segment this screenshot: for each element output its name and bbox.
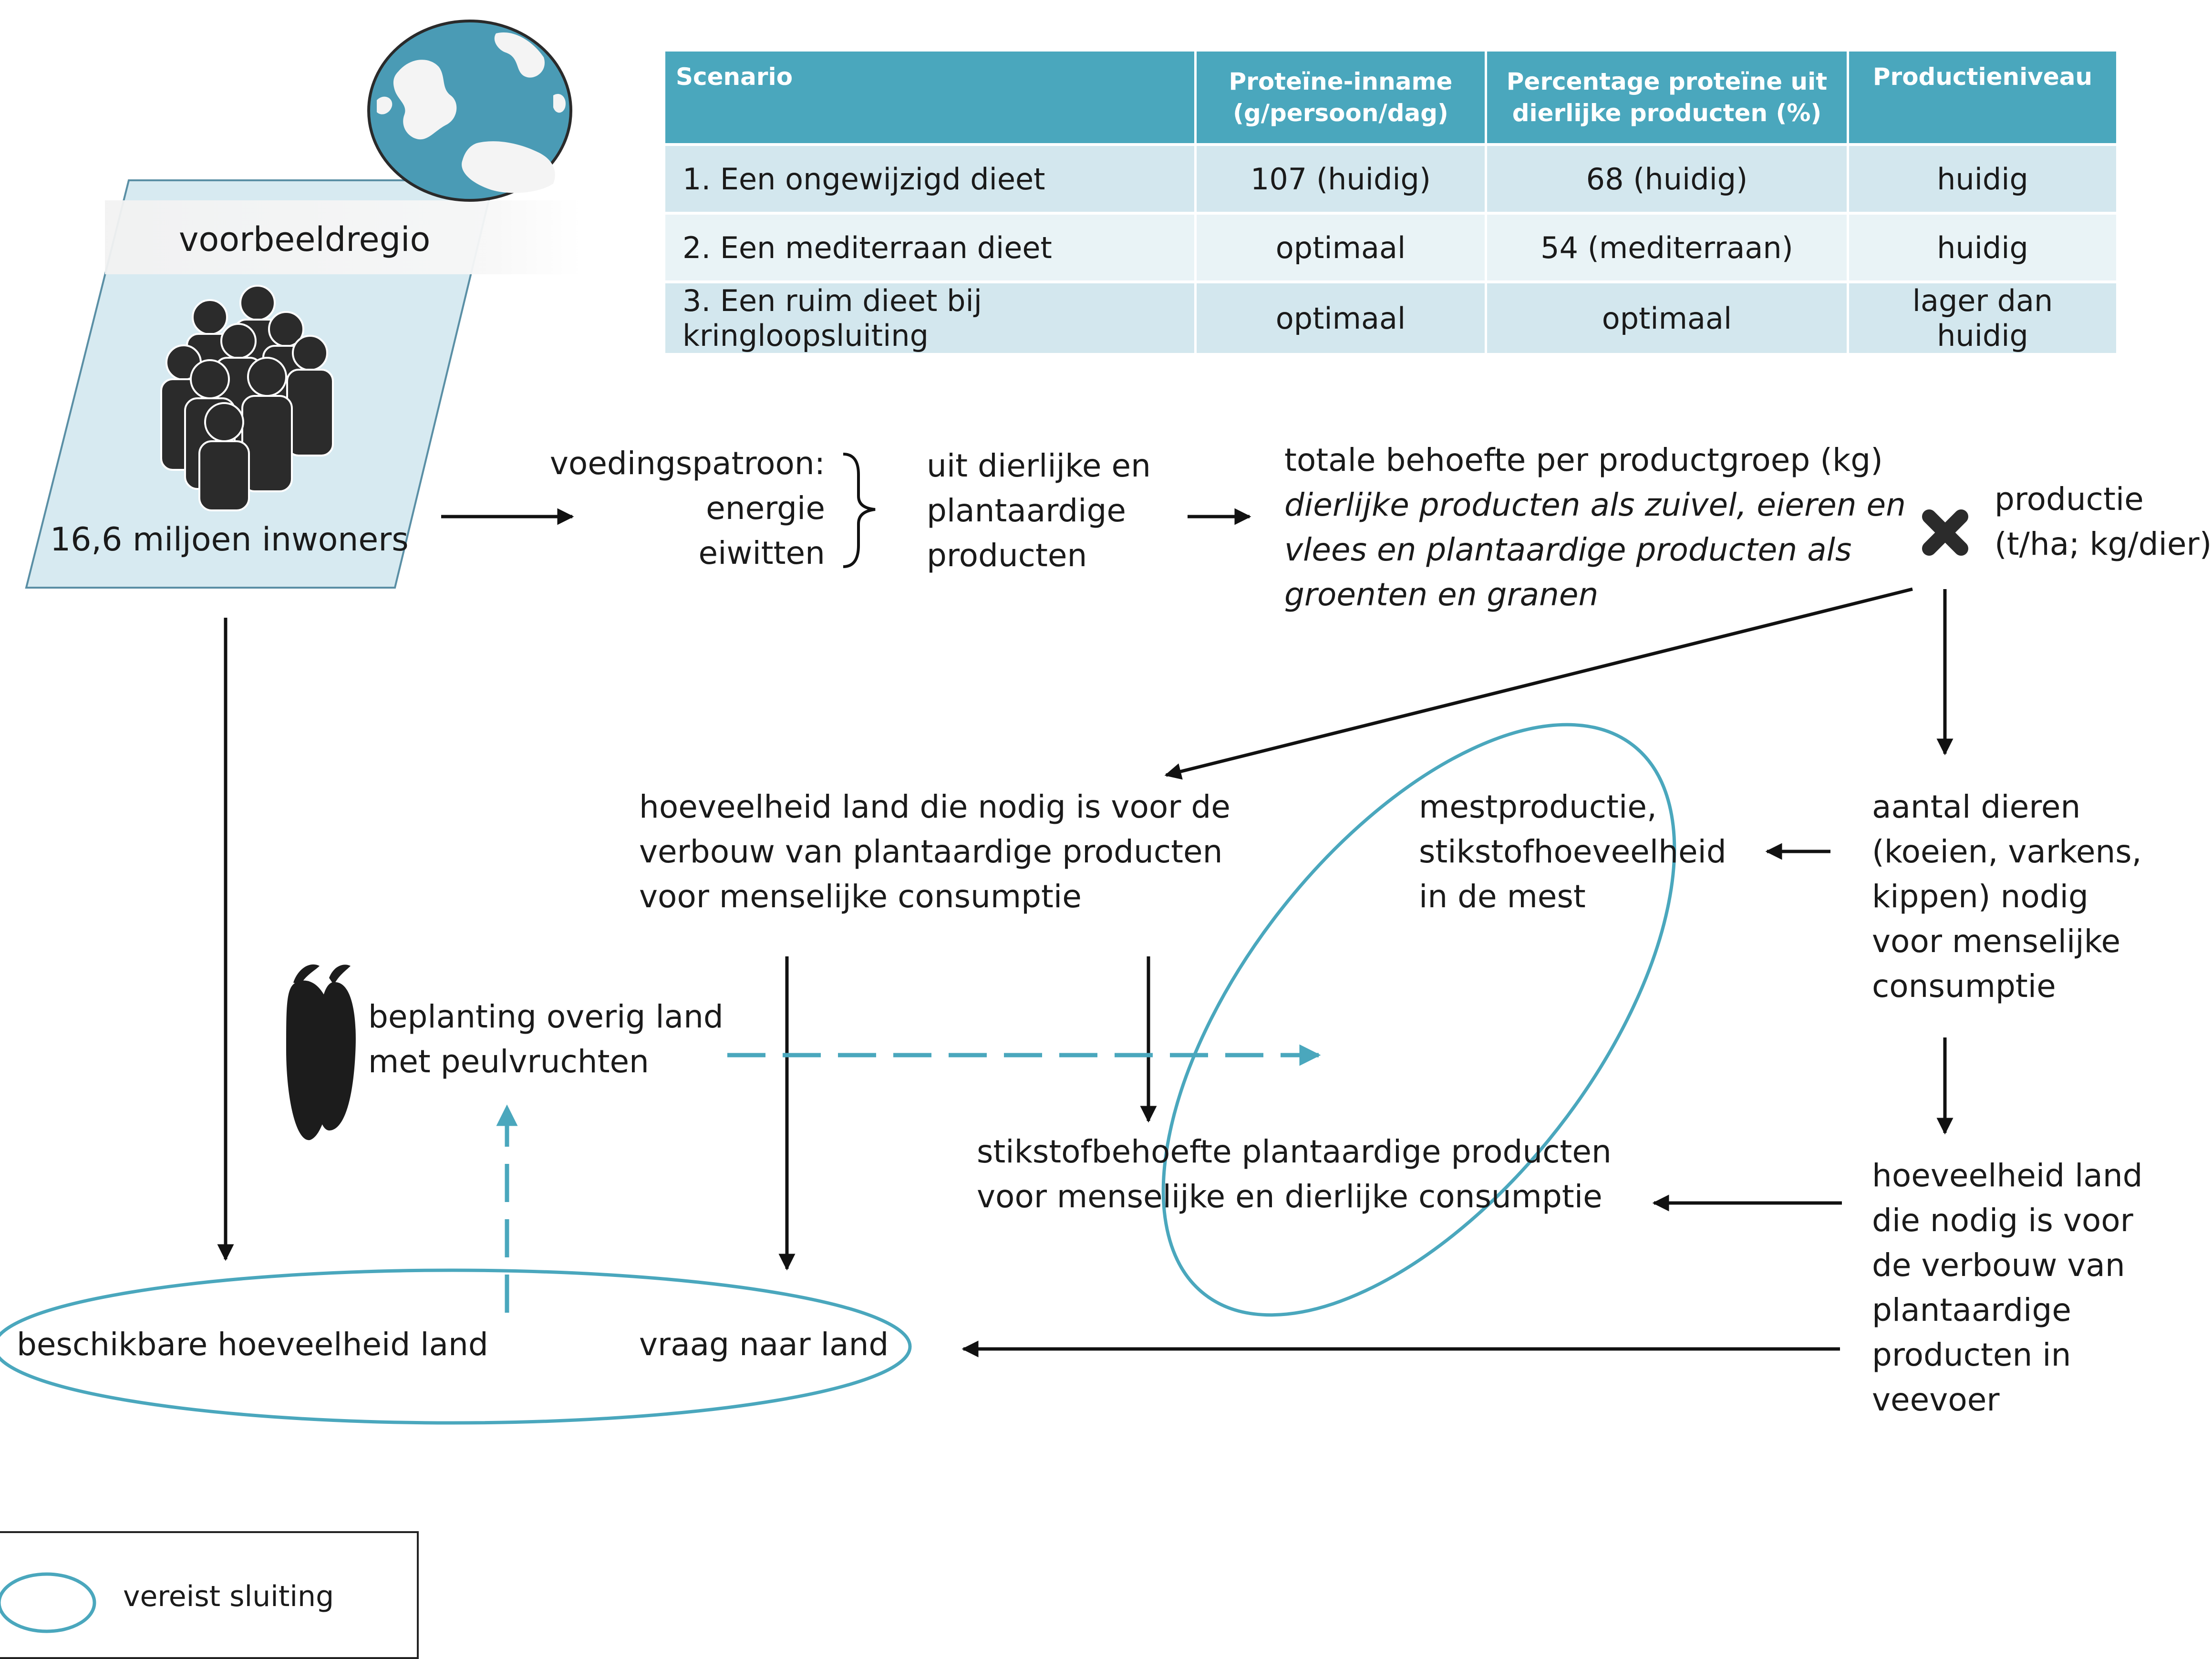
available-land-label: beschikbare hoeveelheid land: [17, 1326, 488, 1363]
animals-label: consumptie: [1872, 968, 2056, 1005]
land-balance-loop: [0, 1268, 912, 1425]
multiply-icon: [1922, 509, 1968, 556]
animals-label: (koeien, varkens,: [1872, 833, 2142, 870]
total-need-examples: vlees en plantaardige producten als: [1284, 531, 1852, 568]
land-feed-label: veevoer: [1872, 1381, 2000, 1418]
nitrogen-need-label: voor menselijke en dierlijke consumptie: [977, 1178, 1602, 1215]
legend-label: vereist sluiting: [123, 1580, 334, 1613]
products-label: producten: [927, 537, 1087, 574]
products-label: plantaardige: [927, 492, 1126, 529]
table-header-cell: Productieniveau: [1849, 52, 2116, 143]
table-row: 1. Een ongewijzigd dieet 107 (huidig) 68…: [665, 143, 2116, 212]
land-feed-label: de verbouw van: [1872, 1247, 2125, 1284]
land-demand-label: vraag naar land: [639, 1326, 889, 1363]
table-cell: optimaal: [1197, 212, 1487, 280]
land-human-label: voor menselijke consumptie: [639, 878, 1082, 915]
table-cell: huidig: [1849, 143, 2116, 212]
animals-label: kippen) nodig: [1872, 878, 2088, 915]
table-cell: 3. Een ruim dieet bij kringloopsluiting: [665, 280, 1197, 353]
dashed-arrows: [496, 1044, 1321, 1313]
diet-pattern-label: voedingspatroon:: [549, 445, 825, 482]
table-cell: 1. Een ongewijzigd dieet: [665, 143, 1197, 212]
diet-energy-label: energie: [706, 490, 825, 527]
land-feed-label: producten in: [1872, 1337, 2071, 1373]
land-human-label: verbouw van plantaardige producten: [639, 833, 1223, 870]
people-group-icon: [160, 285, 334, 511]
total-need-examples: groenten en granen: [1284, 576, 1599, 613]
population-label: 16,6 miljoen inwoners: [50, 521, 409, 559]
manure-label: in de mest: [1419, 878, 1586, 915]
land-human-label: hoeveelheid land die nodig is voor de: [639, 788, 1230, 825]
region-label: voorbeeldregio: [179, 220, 431, 259]
table-cell: optimaal: [1197, 280, 1487, 353]
arrow: [1164, 587, 1913, 780]
table-header-cell: Percentage proteïne uit dierlijke produc…: [1487, 52, 1849, 143]
table-cell: huidig: [1849, 212, 2116, 280]
legumes-label: beplanting overig land: [368, 998, 724, 1035]
legend-symbol: [0, 1572, 96, 1633]
table-cell: 107 (huidig): [1197, 143, 1487, 212]
diet-protein-label: eiwitten: [698, 535, 825, 571]
land-feed-label: hoeveelheid land: [1872, 1157, 2143, 1194]
globe-icon: [367, 20, 572, 202]
table-header-cell: Proteïne-inname (g/persoon/dag): [1197, 52, 1487, 143]
animals-label: voor menselijke: [1872, 923, 2121, 960]
table-cell: optimaal: [1487, 280, 1849, 353]
total-need-examples: dierlijke producten als zuivel, eieren e…: [1284, 487, 1906, 523]
total-need-label: totale behoefte per productgroep (kg): [1284, 442, 1883, 478]
table-cell: 2. Een mediterraan dieet: [665, 212, 1197, 280]
table-cell: 54 (mediterraan): [1487, 212, 1849, 280]
animals-label: aantal dieren: [1872, 788, 2081, 825]
production-label: productie: [1995, 481, 2144, 518]
table-header-row: Scenario Proteïne-inname (g/persoon/dag)…: [665, 52, 2116, 143]
table-cell: 68 (huidig): [1487, 143, 1849, 212]
manure-label: stikstofhoeveelheid: [1419, 833, 1726, 870]
manure-label: mestproductie,: [1419, 788, 1657, 825]
products-label: uit dierlijke en: [927, 447, 1151, 484]
table-row: 2. Een mediterraan dieet optimaal 54 (me…: [665, 212, 2116, 280]
table-cell: lager dan huidig: [1849, 280, 2116, 353]
nitrogen-need-label: stikstofbehoefte plantaardige producten: [977, 1133, 1612, 1170]
arrows: [217, 508, 1954, 1358]
region-label-band: [105, 200, 582, 274]
land-feed-label: die nodig is voor: [1872, 1202, 2133, 1239]
brace: [843, 453, 876, 568]
scenario-table: Scenario Proteïne-inname (g/persoon/dag)…: [665, 52, 2116, 353]
pea-pod-icon: [286, 964, 356, 1141]
nitrogen-loop: [1161, 723, 1676, 1317]
production-unit-label: (t/ha; kg/dier): [1995, 526, 2212, 562]
legumes-label: met peulvruchten: [368, 1043, 649, 1080]
land-feed-label: plantaardige: [1872, 1292, 2071, 1328]
table-row: 3. Een ruim dieet bij kringloopsluiting …: [665, 280, 2116, 353]
table-header-cell: Scenario: [665, 52, 1197, 143]
